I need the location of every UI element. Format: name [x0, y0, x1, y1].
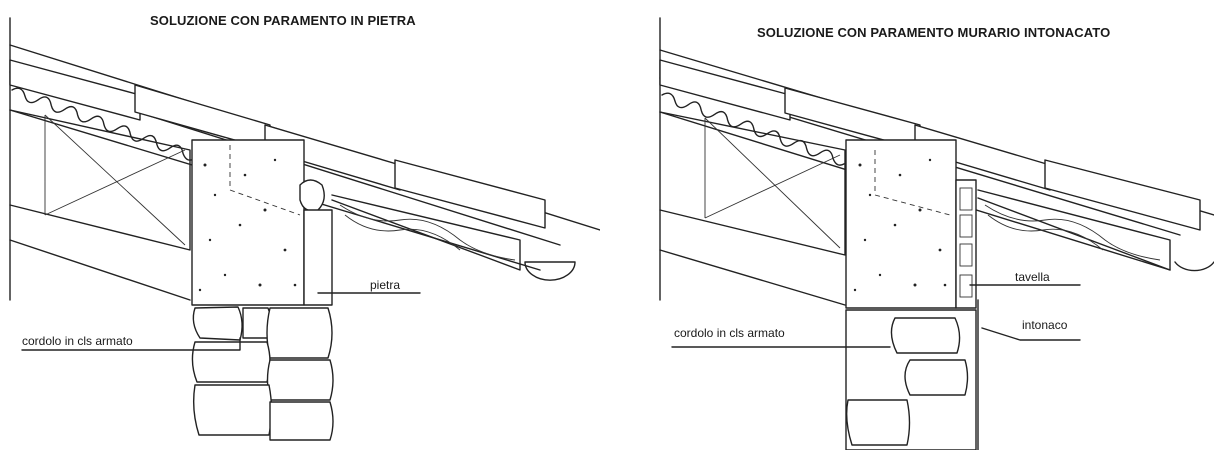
- insulation-layer: [661, 92, 845, 166]
- section-drawing-stone: [9, 17, 600, 441]
- concrete-ring-beam: [191, 139, 305, 306]
- gutter: [1174, 261, 1214, 272]
- label-cordolo: cordolo in cls armato: [674, 326, 785, 340]
- label-intonaco: intonaco: [1022, 318, 1068, 332]
- reinforcement-dashes: [229, 145, 301, 216]
- roof-tile: [9, 59, 141, 121]
- panel-title: SOLUZIONE CON PARAMENTO MURARIO INTONACA…: [757, 25, 1111, 40]
- tavella-cell: [959, 274, 973, 298]
- label-pietra: pietra: [370, 278, 401, 292]
- roof-tile: [394, 159, 546, 229]
- insulation-layer: [11, 87, 195, 161]
- roof-tile: [659, 59, 791, 121]
- section-drawing-plaster: [659, 17, 1214, 450]
- rafter-beam: [9, 109, 191, 251]
- panel-stone-facing: SOLUZIONE CON PARAMENTO IN PIETRA: [0, 0, 600, 450]
- label-cordolo: cordolo in cls armato: [22, 334, 133, 348]
- ceiling-line: [9, 239, 191, 301]
- panel-plastered-masonry: SOLUZIONE CON PARAMENTO MURARIO INTONACA…: [610, 0, 1214, 450]
- stone-masonry: [191, 306, 334, 441]
- tavella-cell: [959, 187, 973, 211]
- leader-intonaco: [981, 327, 1081, 341]
- rafter-beam: [659, 111, 846, 256]
- concrete-speckle: [853, 158, 947, 292]
- reinforcement-dashes: [874, 150, 951, 216]
- label-tavella: tavella: [1015, 270, 1050, 284]
- leader-cordolo: [21, 337, 241, 351]
- panel-title: SOLUZIONE CON PARAMENTO IN PIETRA: [150, 13, 416, 28]
- concrete-speckle: [198, 158, 297, 292]
- gutter: [524, 261, 576, 281]
- wood-grain: [339, 204, 516, 261]
- roof-tile: [1044, 159, 1201, 231]
- tavella-cell: [959, 243, 973, 267]
- stone-facing-column: [303, 209, 333, 306]
- concrete-ring-beam: [845, 139, 957, 309]
- eave-decking: [977, 189, 1171, 271]
- wall-stones: [845, 317, 969, 446]
- wood-grain: [987, 214, 1104, 251]
- stone-cap: [299, 179, 325, 212]
- beam-x-bracing: [704, 117, 841, 249]
- tavella-cell: [959, 214, 973, 238]
- beam-x-bracing: [44, 114, 186, 246]
- eave-decking: [331, 194, 521, 271]
- ceiling-line: [659, 249, 846, 306]
- wood-grain: [344, 214, 461, 251]
- wood-grain: [984, 204, 1161, 261]
